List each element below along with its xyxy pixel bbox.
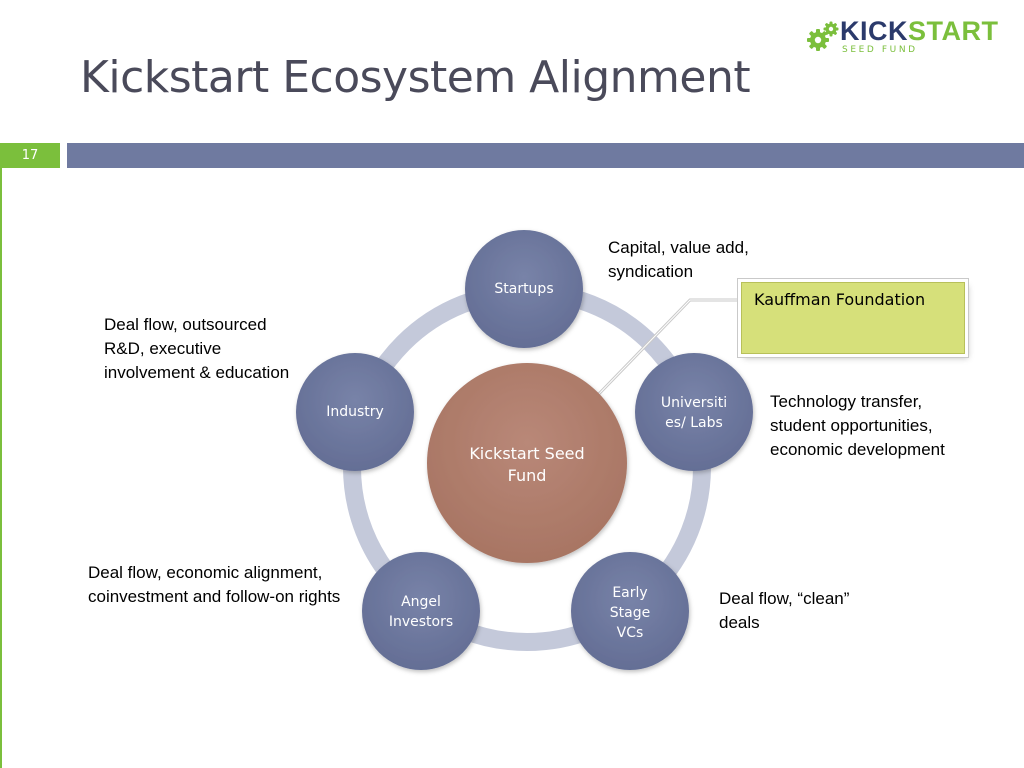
startups-node-circle <box>465 230 583 348</box>
slide-number: 17 <box>0 143 60 168</box>
left-accent-rule <box>0 168 2 768</box>
logo-wordmark: KICKSTART <box>840 16 999 47</box>
logo-word-kick: KICK <box>840 16 908 46</box>
kickstart-logo: KICKSTART SEED FUND <box>806 16 1011 60</box>
angels-node-circle <box>362 552 480 670</box>
industry-annotation: Deal flow, outsourced R&D, executive inv… <box>104 315 290 382</box>
startups-annotation: Capital, value add, syndication <box>608 238 749 281</box>
angels-node-label: Angel Investors <box>388 594 454 630</box>
center-node-label: Kickstart Seed Fund <box>469 444 585 485</box>
industry-node-label: Industry <box>326 404 384 420</box>
slide-title: Kickstart Ecosystem Alignment <box>80 52 751 103</box>
startups-node-label: Startups <box>494 281 554 297</box>
kauffman-callout-label: Kauffman Foundation <box>754 290 926 309</box>
kauffman-callout: Kauffman Foundation <box>741 282 965 354</box>
header-divider-bar <box>67 143 1024 168</box>
logo-subtitle: SEED FUND <box>842 45 918 55</box>
universities-node-circle <box>635 353 753 471</box>
universities-annotation: Technology transfer, student opportuniti… <box>770 392 945 459</box>
gear-icon <box>807 21 839 51</box>
center-node-circle <box>427 363 627 563</box>
universities-node-label: Universiti es/ Labs <box>660 395 728 431</box>
vcs-node-circle <box>571 552 689 670</box>
vcs-annotation: Deal flow, “clean” deals <box>719 589 850 632</box>
angels-annotation: Deal flow, economic alignment, coinvestm… <box>88 563 341 606</box>
vcs-node-label: Early Stage VCs <box>609 585 651 641</box>
logo-word-start: START <box>908 16 999 46</box>
industry-node-circle <box>296 353 414 471</box>
